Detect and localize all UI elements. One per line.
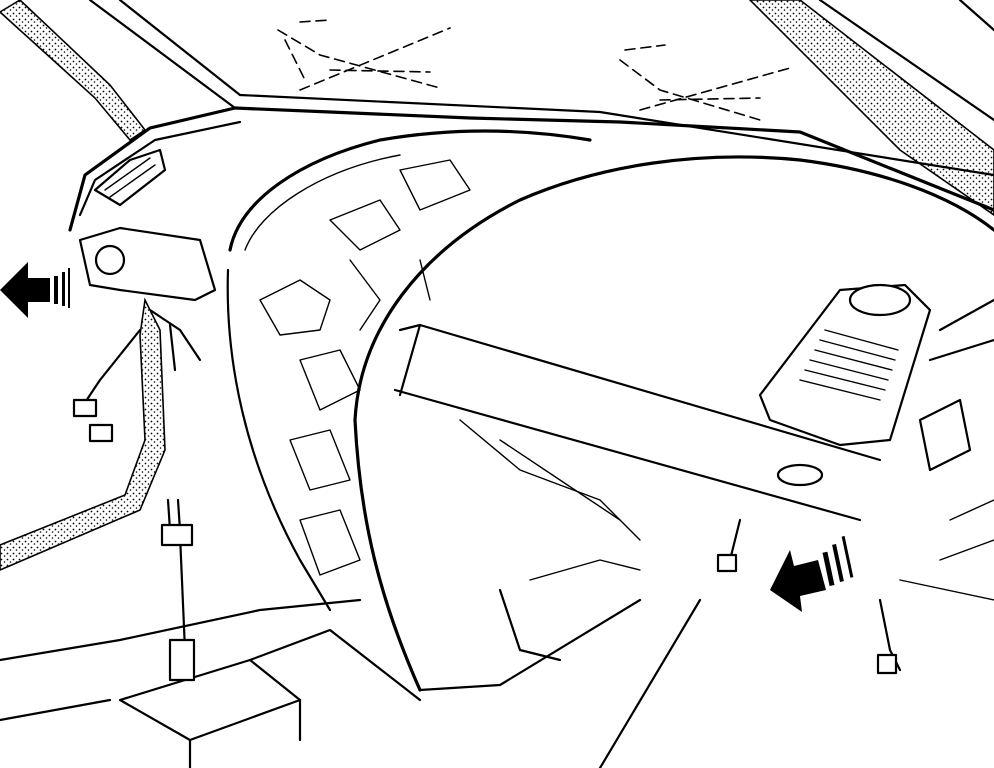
steering-column-harness bbox=[72, 226, 217, 443]
under-dash-wiring bbox=[459, 419, 742, 662]
shift-lever bbox=[160, 498, 196, 682]
a-pillar-right bbox=[748, 0, 994, 216]
floor-console bbox=[0, 598, 702, 768]
passenger-dash-panel bbox=[353, 155, 994, 692]
instrument-cluster-cavity bbox=[226, 129, 592, 612]
left-direction-arrow bbox=[0, 262, 70, 318]
defroster-outline-right bbox=[619, 44, 791, 121]
windshield-frame-left bbox=[0, 0, 242, 142]
lower-right-direction-arrow bbox=[770, 536, 854, 612]
door-seal-left bbox=[0, 297, 166, 571]
defroster-outline-left bbox=[277, 19, 451, 91]
dashboard-top bbox=[68, 93, 994, 232]
passenger-air-vent bbox=[758, 283, 932, 487]
left-side-vent bbox=[93, 148, 167, 207]
right-side-trim bbox=[876, 298, 994, 675]
